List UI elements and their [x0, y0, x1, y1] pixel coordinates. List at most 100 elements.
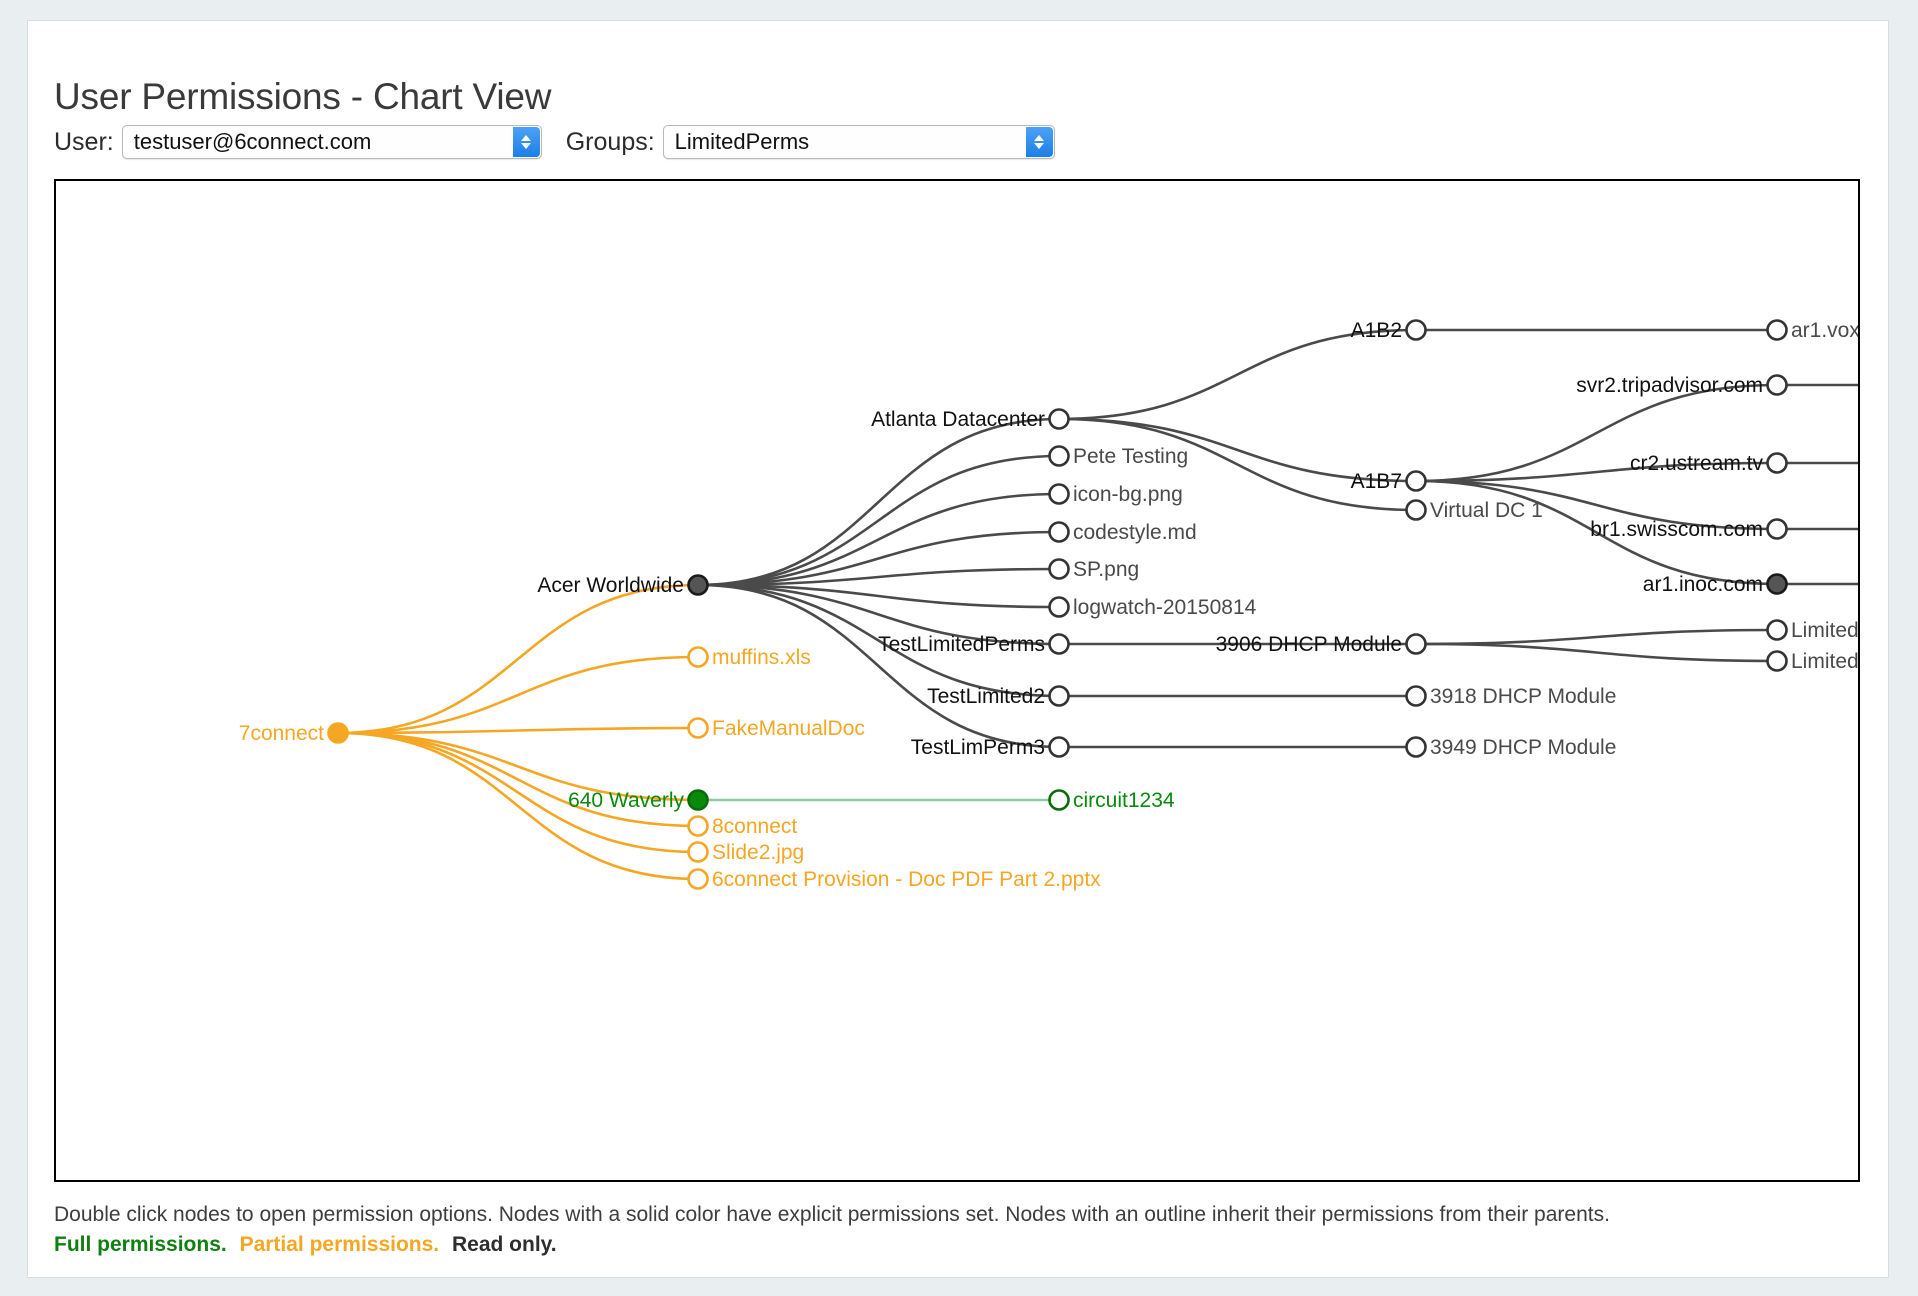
tree-node-circle[interactable] [687, 815, 709, 837]
groups-select[interactable]: LimitedPerms [662, 125, 1055, 159]
tree-node-circle[interactable] [687, 868, 709, 890]
tree-node[interactable]: icon-bg.png [1048, 483, 1183, 506]
tree-node[interactable]: ar1.voxity [1766, 319, 1859, 342]
tree-node-circle[interactable] [1405, 319, 1427, 341]
tree-node-label: Acer Worldwide [537, 574, 684, 597]
tree-node-label: ar1.voxity [1791, 319, 1858, 342]
tree-node[interactable]: Slide2.jpg [687, 841, 805, 864]
tree-node-label: Slide2.jpg [712, 841, 804, 864]
tree-node[interactable]: 3906 DHCP Module [1216, 633, 1427, 656]
tree-link [1415, 461, 1778, 483]
tree-node[interactable]: 640 Waverly [568, 789, 709, 812]
tree-link [697, 583, 1060, 749]
tree-node[interactable]: muffins.xls [687, 646, 811, 669]
tree-node-circle[interactable] [1766, 452, 1788, 474]
groups-select-value: LimitedPerms [674, 129, 810, 154]
tree-node-circle[interactable] [1048, 633, 1070, 655]
tree-node[interactable]: codestyle.md [1048, 521, 1197, 544]
tree-link [697, 583, 1060, 646]
filter-controls: User: testuser@6connect.com Groups: Limi… [54, 124, 1055, 160]
tree-node[interactable]: br1.swisscom.com [1590, 518, 1788, 541]
tree-node-circle[interactable] [1766, 650, 1788, 672]
tree-link [337, 731, 699, 828]
tree-node[interactable]: cr2.ustream.tv [1630, 452, 1788, 475]
tree-link [1415, 642, 1778, 663]
tree-node-circle[interactable] [1405, 736, 1427, 758]
chart-footer: Double click nodes to open permission op… [54, 1203, 1864, 1257]
user-select-value: testuser@6connect.com [133, 129, 372, 154]
tree-link [1058, 417, 1417, 483]
tree-node[interactable]: Acer Worldwide [537, 574, 709, 597]
tree-node-circle[interactable] [687, 574, 709, 596]
tree-node-label: Pete Testing [1073, 445, 1188, 468]
tree-node[interactable]: 3949 DHCP Module [1405, 736, 1617, 759]
tree-link [1058, 417, 1417, 512]
tree-node-circle[interactable] [1405, 633, 1427, 655]
tree-node-circle[interactable] [687, 646, 709, 668]
tree-node-circle[interactable] [1048, 685, 1070, 707]
tree-node-circle[interactable] [1048, 596, 1070, 618]
tree-node[interactable]: A1B7 [1351, 470, 1427, 493]
tree-node-circle[interactable] [1048, 558, 1070, 580]
tree-node[interactable]: FakeManualDoc [687, 717, 865, 740]
chevron-up-icon [1034, 135, 1045, 141]
tree-node-label: TestLimitedPerms [878, 633, 1045, 656]
tree-link [697, 454, 1060, 587]
tree-node-circle[interactable] [1405, 499, 1427, 521]
tree-link [1415, 479, 1778, 531]
permissions-tree-chart[interactable]: 7connect Acer Worldwide muffins.xlsFakeMan… [56, 181, 1858, 1180]
tree-node[interactable]: TestLimPerm3 [911, 736, 1070, 759]
tree-node[interactable]: svr2.tripadvisor.com [1576, 374, 1788, 397]
tree-node[interactable]: A1B2 [1351, 319, 1427, 342]
tree-node[interactable]: 3918 DHCP Module [1405, 685, 1617, 708]
tree-link [697, 567, 1060, 587]
tree-node[interactable]: 6connect Provision - Doc PDF Part 2.pptx [687, 868, 1102, 891]
tree-link [337, 731, 699, 854]
tree-node-circle[interactable] [1048, 521, 1070, 543]
tree-node-label: 8connect [712, 815, 797, 838]
page-title: User Permissions - Chart View [54, 75, 552, 117]
tree-node-label: 3918 DHCP Module [1430, 685, 1616, 708]
legend-partial-permissions: Partial permissions. [239, 1233, 440, 1256]
tree-node-circle[interactable] [1766, 619, 1788, 641]
tree-node[interactable]: Pete Testing [1048, 445, 1189, 468]
tree-node-label: LimitedP [1791, 619, 1858, 642]
tree-node-circle[interactable] [1766, 374, 1788, 396]
tree-node-circle[interactable] [1766, 319, 1788, 341]
tree-node[interactable]: TestLimitedPerms [878, 633, 1070, 656]
tree-node[interactable]: TestLimited2 [927, 685, 1070, 708]
tree-link [337, 583, 699, 735]
tree-node-label: muffins.xls [712, 646, 811, 669]
tree-node-circle[interactable] [1048, 736, 1070, 758]
tree-node-circle[interactable] [327, 722, 349, 744]
tree-node[interactable]: 8connect [687, 815, 798, 838]
tree-node[interactable]: LimitedS [1766, 650, 1859, 673]
tree-node[interactable]: circuit1234 [1048, 789, 1175, 812]
tree-node-circle[interactable] [1048, 789, 1070, 811]
tree-link [1058, 328, 1417, 421]
tree-node-circle[interactable] [687, 841, 709, 863]
tree-node[interactable]: LimitedP [1766, 619, 1859, 642]
tree-node-circle[interactable] [1766, 573, 1788, 595]
tree-node[interactable]: Atlanta Datacenter [871, 408, 1070, 431]
tree-node[interactable]: Virtual DC 1 [1405, 499, 1543, 522]
tree-node-label: SP.png [1073, 558, 1139, 581]
tree-node[interactable]: 7connect [239, 722, 349, 745]
tree-node-label: cr2.ustream.tv [1630, 452, 1764, 475]
chevron-updown-icon[interactable] [512, 127, 540, 157]
tree-node-circle[interactable] [687, 717, 709, 739]
tree-node-circle[interactable] [687, 789, 709, 811]
chevron-updown-icon[interactable] [1025, 127, 1053, 157]
user-select[interactable]: testuser@6connect.com [121, 125, 542, 159]
tree-node[interactable]: logwatch-20150814 [1048, 596, 1257, 619]
tree-node[interactable]: SP.png [1048, 558, 1140, 581]
tree-node-circle[interactable] [1048, 408, 1070, 430]
tree-node-circle[interactable] [1405, 685, 1427, 707]
tree-node[interactable]: ar1.inoc.com [1643, 573, 1788, 596]
tree-node-circle[interactable] [1048, 483, 1070, 505]
tree-node-label: 6connect Provision - Doc PDF Part 2.pptx [712, 868, 1101, 891]
tree-node-circle[interactable] [1405, 470, 1427, 492]
tree-node-circle[interactable] [1048, 445, 1070, 467]
tree-node-circle[interactable] [1766, 518, 1788, 540]
